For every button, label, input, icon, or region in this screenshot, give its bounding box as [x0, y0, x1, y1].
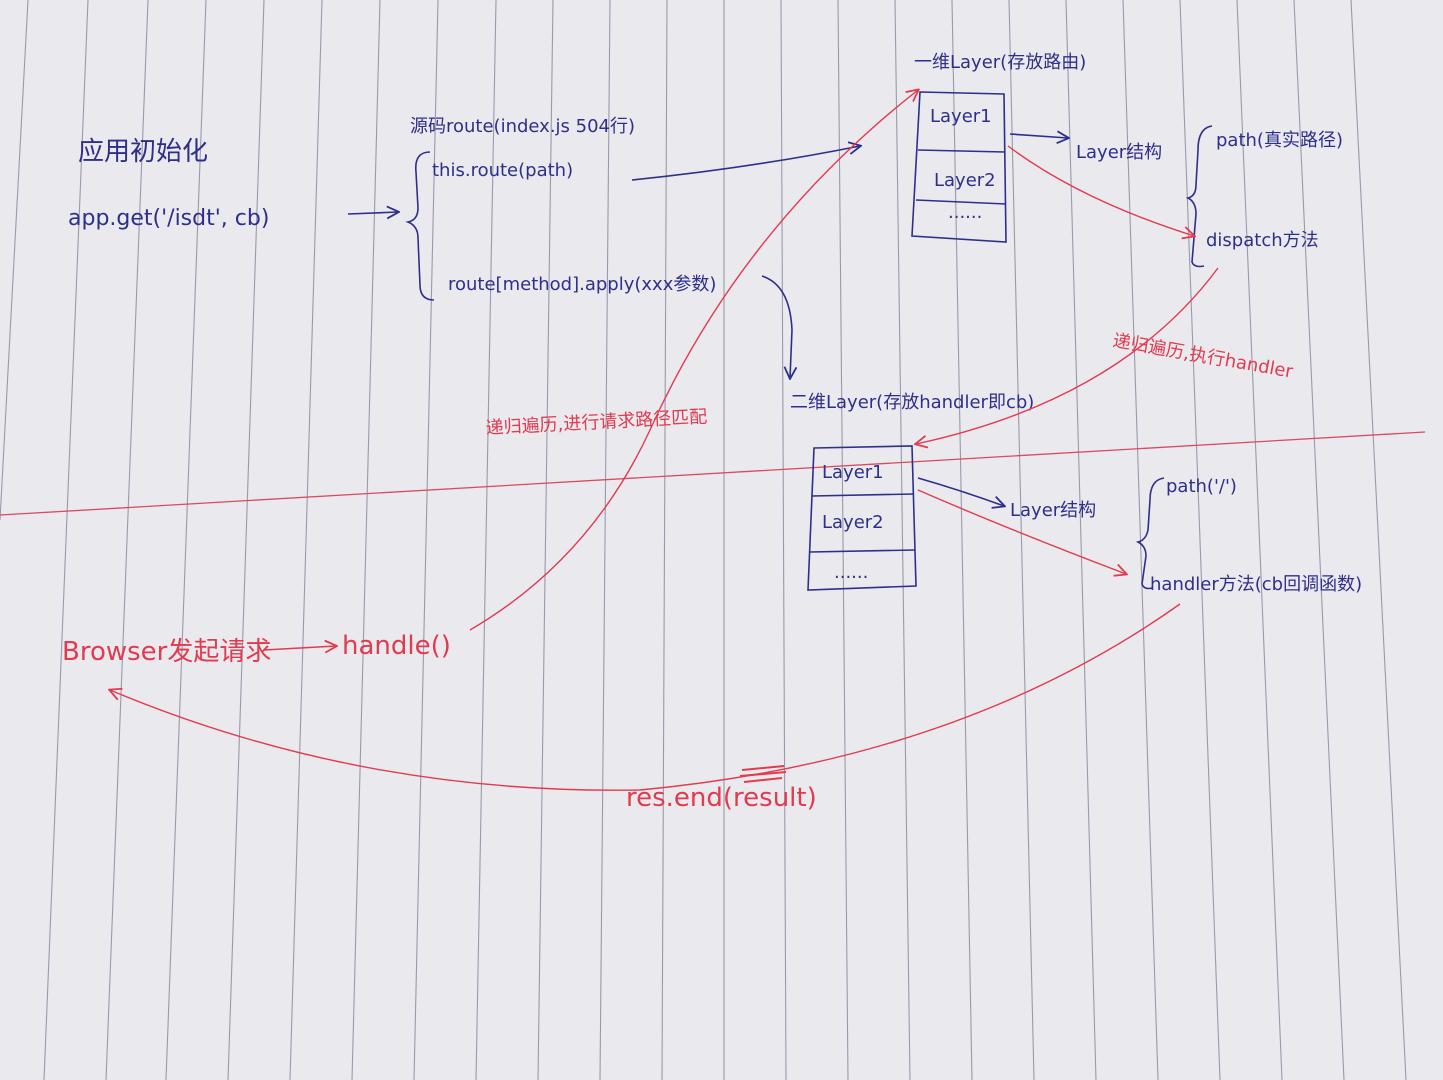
- init-title: 应用初始化: [78, 137, 208, 167]
- stack2-path-item: path('/'): [1166, 476, 1237, 497]
- arrow-stack1-structure: [1009, 134, 1068, 138]
- stack1-structure-label: Layer结构: [1076, 142, 1162, 163]
- arrow-browser-handle: [263, 646, 336, 650]
- stack2-layer2: Layer2: [822, 512, 884, 533]
- stack2-structure-label: Layer结构: [1010, 500, 1096, 521]
- browser-request: Browser发起请求: [62, 637, 271, 667]
- response-curve: [110, 603, 1181, 791]
- stack1-more: ......: [948, 202, 982, 223]
- route-method-apply: route[method].apply(xxx参数): [448, 274, 716, 295]
- this-route-call: this.route(path): [432, 160, 573, 181]
- scribble-mark: [739, 765, 787, 783]
- stack1-title: 一维Layer(存放路由): [914, 52, 1086, 73]
- arrow-stack2-to-handler: [917, 489, 1126, 574]
- stack2: [807, 445, 917, 591]
- init-arrow: [347, 212, 398, 214]
- stack2-more: ......: [834, 562, 868, 583]
- source-title: 源码route(index.js 504行): [410, 116, 635, 137]
- stack1-dispatch-item: dispatch方法: [1206, 230, 1319, 251]
- stack2-structure-brace: [1135, 477, 1165, 590]
- stack1-layer2: Layer2: [934, 170, 996, 191]
- source-brace: [405, 151, 435, 301]
- arrow-stack1-to-dispatch: [1007, 145, 1194, 236]
- rule-lines: [0, 0, 1407, 1080]
- stack1-path-item: path(真实路径): [1216, 130, 1343, 151]
- arrow-route-to-stack1: [631, 146, 860, 181]
- stack1: [911, 91, 1007, 243]
- stack1-layer1: Layer1: [930, 106, 992, 127]
- app-get-call: app.get('/isdt', cb): [68, 206, 269, 231]
- stack2-layer1: Layer1: [822, 462, 884, 483]
- handle-call: handle(): [342, 631, 451, 661]
- margin-line: [0, 431, 1426, 516]
- stack1-structure-brace: [1185, 125, 1213, 268]
- stack2-title: 二维Layer(存放handler即cb): [790, 392, 1034, 413]
- exec-curve: [916, 267, 1219, 444]
- response-call: res.end(result): [626, 783, 817, 813]
- stack2-handler-item: handler方法(cb回调函数): [1150, 574, 1362, 595]
- arrow-stack2-structure: [917, 477, 1004, 506]
- arrow-apply-to-stack2: [761, 275, 792, 378]
- match-curve: [469, 90, 918, 631]
